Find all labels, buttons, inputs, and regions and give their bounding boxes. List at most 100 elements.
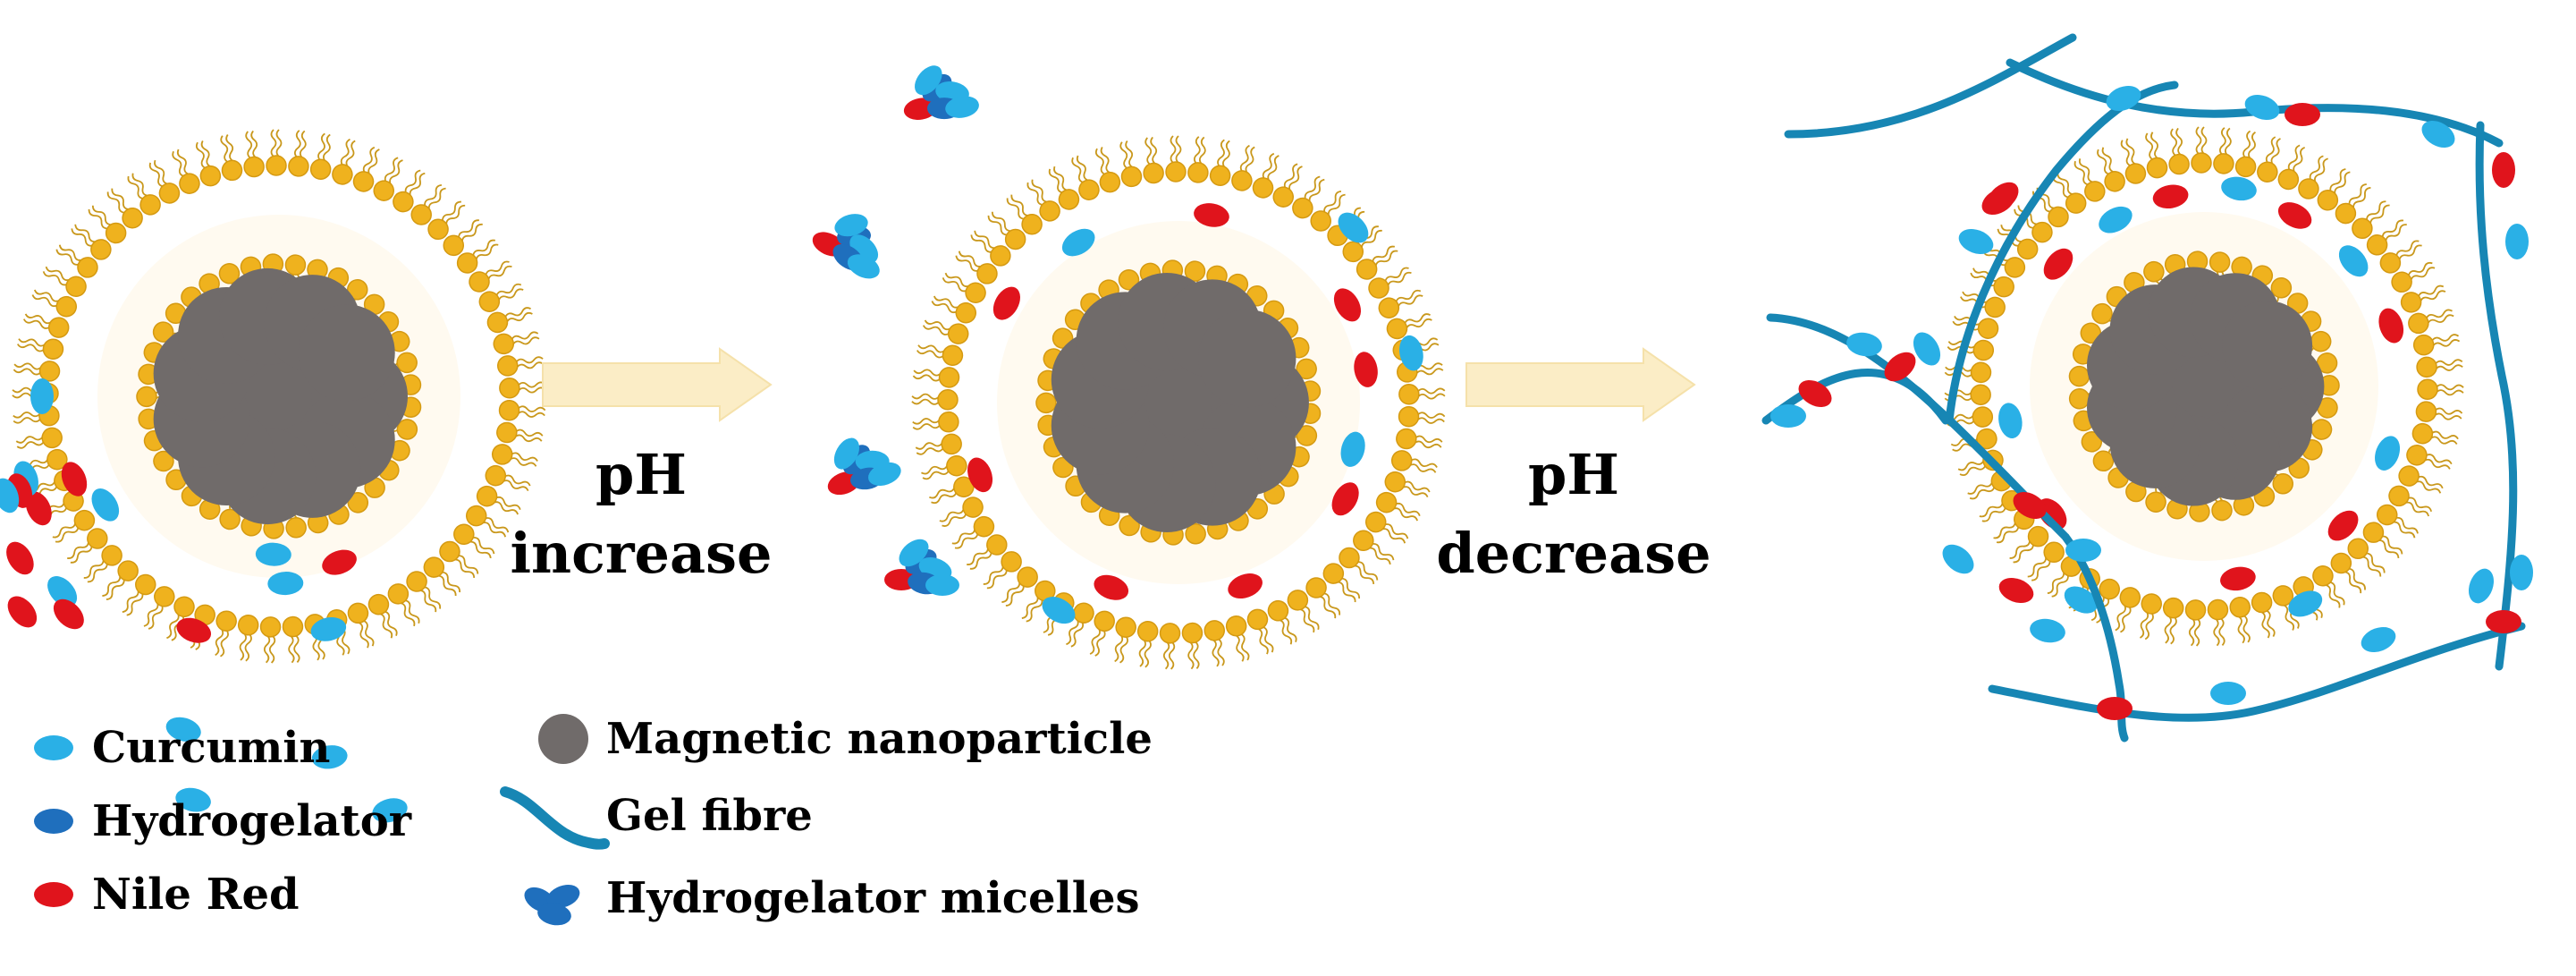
curcumin-molecule <box>372 798 408 823</box>
lipid <box>1398 382 1447 405</box>
curcumin-molecule <box>267 572 304 596</box>
magnetic-nanoparticle-swatch <box>538 714 588 764</box>
nile-red-molecule <box>2043 248 2073 280</box>
loaded-liposome-particle <box>0 129 547 823</box>
lipid <box>266 129 287 176</box>
nile-red-molecule <box>967 457 993 493</box>
lipid <box>232 613 261 663</box>
curcumin-molecule <box>310 617 347 641</box>
lipid <box>2416 378 2465 402</box>
lipid <box>2191 126 2212 174</box>
gel-fibre <box>1784 33 2077 139</box>
lipid <box>2414 399 2464 427</box>
curcumin-molecule <box>91 488 120 522</box>
curcumin-molecule <box>2505 224 2529 259</box>
step-label-increase: increase <box>510 521 772 586</box>
lipid <box>498 376 547 399</box>
nile-red-molecule <box>1798 379 1832 408</box>
curcumin-molecule <box>2375 436 2401 471</box>
curcumin-molecule <box>868 462 901 486</box>
curcumin-molecule <box>2468 568 2495 604</box>
lipid <box>2183 598 2207 648</box>
magnetic-nanoparticle-core <box>1051 273 1309 532</box>
legend-hydrogelator-micelles-label: Hydrogelator micelles <box>606 873 1140 923</box>
curcumin-molecule <box>1770 404 1806 428</box>
nile-red-molecule <box>2097 697 2133 720</box>
lipid <box>287 129 313 178</box>
curcumin-molecule <box>899 539 929 567</box>
curcumin-molecule <box>2221 176 2257 201</box>
curcumin-molecule <box>2338 245 2369 277</box>
curcumin-molecule <box>1913 332 1941 366</box>
encapsulated-molecules <box>1998 176 2404 617</box>
step-label-ph: pH <box>595 442 687 507</box>
nile-red-molecule <box>2220 566 2256 591</box>
fibre-bound-molecules <box>1770 85 2533 720</box>
nile-red-molecule <box>2152 184 2189 209</box>
step-label-decrease: decrease <box>1436 521 1710 586</box>
nile-red-molecule <box>2492 152 2515 188</box>
curcumin-molecule <box>847 254 880 279</box>
curcumin-molecule <box>2510 555 2533 590</box>
nile-red-molecule <box>6 541 34 575</box>
lipid <box>1165 135 1187 182</box>
curcumin-molecule <box>1942 544 1974 574</box>
curcumin-molecule <box>1061 228 1095 257</box>
hydrogelator-micelle <box>884 539 959 596</box>
nile-red-molecule <box>53 598 84 630</box>
curcumin-molecule <box>833 437 860 470</box>
nile-red-molecule <box>2013 491 2047 520</box>
lipid <box>1202 618 1230 668</box>
gel-fibre <box>1761 369 1950 425</box>
nile-red-molecule <box>176 617 212 643</box>
released-liposome-particle <box>910 135 1447 671</box>
curcumin-molecule <box>2421 120 2455 149</box>
nile-red-molecule <box>992 286 1020 320</box>
curcumin-molecule <box>925 574 959 596</box>
nile-red-molecule <box>25 491 52 526</box>
nile-red-molecule <box>1998 577 2034 604</box>
curcumin-molecule <box>1958 228 1994 255</box>
nile-red-molecule <box>2285 103 2320 126</box>
curcumin-swatch <box>34 735 73 760</box>
curcumin-molecule <box>2065 539 2101 562</box>
lipid <box>1157 622 1181 671</box>
lipid <box>2157 596 2186 646</box>
lipid <box>1397 405 1447 430</box>
entrapped-liposome-particle <box>1943 126 2465 648</box>
lipid <box>2211 126 2238 175</box>
curcumin-molecule <box>0 478 20 513</box>
curcumin-molecule <box>945 96 979 118</box>
lipid <box>1181 622 1205 670</box>
curcumin-molecule <box>2361 626 2396 653</box>
nile-red-molecule <box>7 596 38 628</box>
lipid <box>12 356 62 384</box>
legend-nile-red-label: Nile Red <box>92 870 300 920</box>
nile-red-molecule <box>1094 574 1129 600</box>
hydrogelator-molecule <box>537 903 571 926</box>
curcumin-molecule <box>834 214 868 237</box>
curcumin-molecule <box>1338 212 1369 243</box>
curcumin-molecule <box>175 787 211 812</box>
lipid <box>2415 353 2464 379</box>
nile-red-molecule <box>1333 288 1362 322</box>
hydrogelator-molecule <box>546 884 580 909</box>
curcumin-molecule <box>2064 586 2098 614</box>
nile-red-molecule <box>1331 482 1359 516</box>
legend-magnetic-nanoparticle-label: Magnetic nanoparticle <box>606 714 1153 764</box>
nile-red-swatch <box>34 882 73 907</box>
curcumin-molecule <box>255 542 291 566</box>
nile-red-molecule <box>1981 187 2015 216</box>
encapsulated-molecules <box>0 378 408 823</box>
curcumin-molecule <box>1399 335 1423 371</box>
lipid <box>1943 359 1993 385</box>
curcumin-molecule <box>915 65 942 96</box>
lipid <box>911 411 960 436</box>
arrow-ph-decrease <box>1465 347 1696 422</box>
lipid <box>2165 126 2192 176</box>
curcumin-molecule <box>1846 332 1882 357</box>
curcumin-molecule <box>165 717 201 743</box>
lipid <box>1132 619 1161 669</box>
nile-red-molecule <box>1354 352 1378 387</box>
